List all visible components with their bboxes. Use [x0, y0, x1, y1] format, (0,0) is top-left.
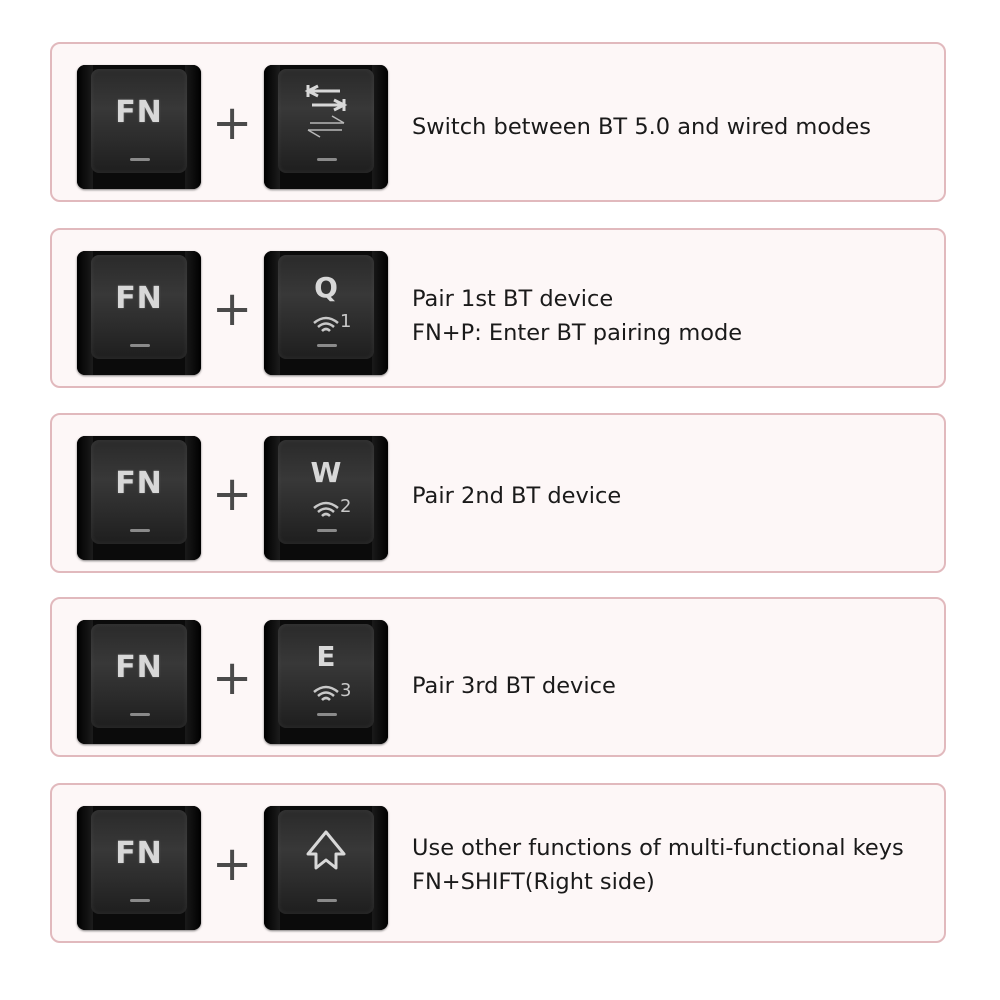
fn-key-label: FN [115, 95, 163, 130]
description-line: FN+SHIFT(Right side) [412, 869, 655, 895]
key-letter: E [316, 640, 336, 673]
fn-key: FN [77, 251, 201, 375]
wifi-icon [313, 501, 339, 517]
description-line: Pair 3rd BT device [412, 673, 616, 699]
fn-key: FN [77, 620, 201, 744]
w-key: W 2 [264, 436, 388, 560]
key-letter: W [310, 456, 342, 489]
key-letter: Q [314, 271, 338, 304]
description-line: Pair 2nd BT device [412, 483, 622, 509]
plus-sign: + [212, 836, 253, 892]
channel-number: 2 [340, 496, 352, 517]
fn-key-label: FN [115, 281, 163, 316]
shift-arrow-icon [306, 830, 346, 870]
shortcut-row-pair-1: FN + Q 1 Pair 1st BT device FN+P: Enter … [50, 228, 946, 388]
channel-number: 1 [340, 311, 352, 332]
description-line: Use other functions of multi-functional … [412, 835, 904, 861]
shortcut-description: Use other functions of multi-functional … [412, 831, 942, 899]
mode-switch-arrows-icon [304, 84, 348, 138]
description-line: Pair 1st BT device [412, 286, 614, 312]
fn-key: FN [77, 806, 201, 930]
shortcut-description: Pair 1st BT device FN+P: Enter BT pairin… [412, 282, 942, 350]
plus-sign: + [212, 650, 253, 706]
shortcut-row-pair-2: FN + W 2 Pair 2nd BT device [50, 413, 946, 573]
shift-key [264, 806, 388, 930]
fn-key-label: FN [115, 836, 163, 871]
channel-number: 3 [340, 680, 352, 701]
shortcut-description: Pair 3rd BT device [412, 669, 942, 703]
shortcut-row-shift: FN + Use other functions of multi-functi… [50, 783, 946, 943]
fn-key-label: FN [115, 650, 163, 685]
fn-key-label: FN [115, 466, 163, 501]
wifi-icon [313, 316, 339, 332]
description-line: Switch between BT 5.0 and wired modes [412, 114, 871, 140]
description-line: FN+P: Enter BT pairing mode [412, 320, 743, 346]
shortcut-row-mode-switch: FN + [50, 42, 946, 202]
wifi-icon [313, 685, 339, 701]
fn-key: FN [77, 436, 201, 560]
shortcut-row-pair-3: FN + E 3 Pair 3rd BT device [50, 597, 946, 757]
mode-switch-key [264, 65, 388, 189]
plus-sign: + [212, 95, 253, 151]
shortcut-description: Pair 2nd BT device [412, 479, 942, 513]
e-key: E 3 [264, 620, 388, 744]
fn-key: FN [77, 65, 201, 189]
plus-sign: + [212, 466, 253, 522]
shortcut-description: Switch between BT 5.0 and wired modes [412, 110, 942, 144]
q-key: Q 1 [264, 251, 388, 375]
plus-sign: + [212, 281, 253, 337]
